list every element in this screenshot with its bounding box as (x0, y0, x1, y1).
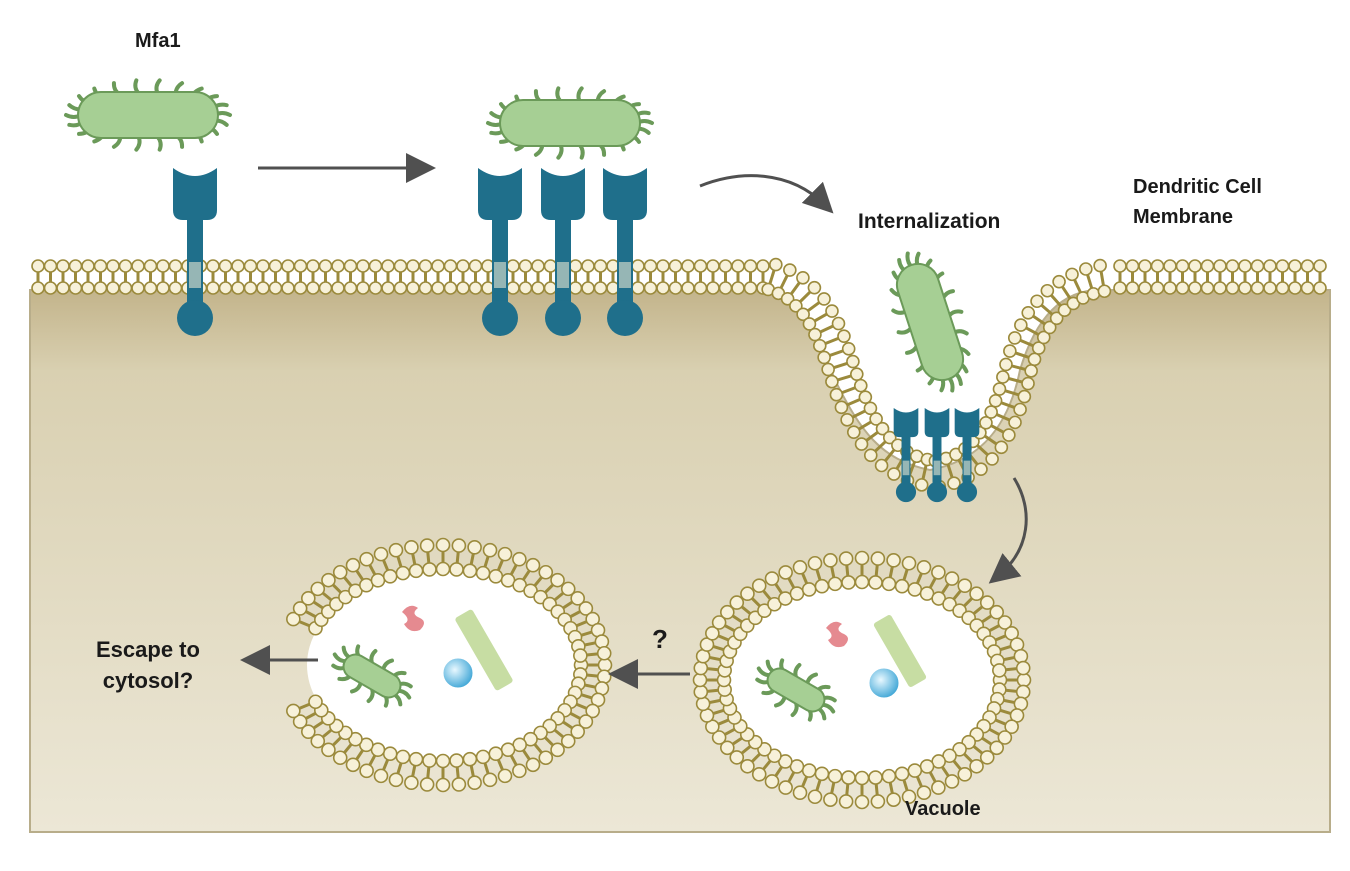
vesicle-bubble (440, 655, 476, 691)
receptor-icon (893, 408, 919, 503)
pink-fragment (826, 621, 848, 648)
vacuole-right (692, 550, 1032, 810)
label-dendritic-line1: Dendritic Cell (1133, 176, 1262, 198)
label-mfa1: Mfa1 (135, 30, 181, 52)
arrow-to-internalization (699, 174, 834, 214)
label-escape-line2: cytosol? (102, 668, 194, 693)
bacterium-icon (64, 78, 232, 152)
arrow-to-vacuole (988, 477, 1028, 584)
label-question: ? (652, 624, 668, 654)
label-escape-to-cytosol: Escape to cytosol? (96, 634, 200, 696)
green-fragment (455, 609, 513, 691)
label-escape-line1: Escape to (96, 637, 200, 662)
bacterium-icon (755, 658, 837, 722)
receptor-icon (478, 168, 522, 336)
pink-fragment (402, 605, 424, 632)
bacterium-icon (889, 251, 971, 393)
receptors (173, 168, 980, 503)
bacterium-icon (486, 86, 654, 160)
bilayer-pit (761, 257, 1112, 494)
cytoplasm (29, 289, 1331, 833)
vacuole-left-contents (402, 605, 513, 691)
receptor-icon (541, 168, 585, 336)
green-fragment (873, 615, 927, 687)
receptor-icon (954, 408, 980, 503)
receptor-icon (924, 408, 950, 503)
label-vacuole: Vacuole (905, 798, 981, 820)
vacuole-right-contents (826, 615, 927, 701)
vesicle-bubble (866, 665, 902, 701)
label-internalization: Internalization (858, 210, 1001, 233)
label-dendritic-cell-membrane: Dendritic Cell Membrane (1133, 172, 1262, 232)
receptor-icon (173, 168, 217, 336)
label-dendritic-line2: Membrane (1133, 206, 1234, 228)
receptor-icon (603, 168, 647, 336)
bacterium-icon (331, 644, 413, 708)
bacteria (64, 78, 971, 722)
bilayer-segment (1113, 259, 1327, 295)
